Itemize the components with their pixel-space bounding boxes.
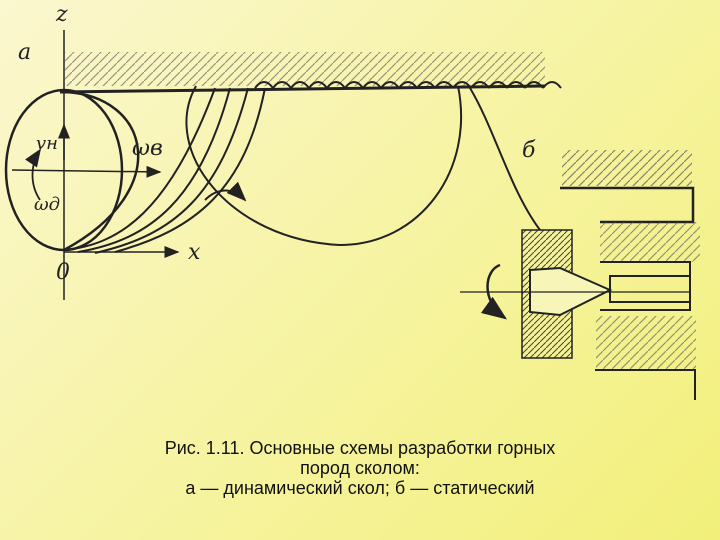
figure-caption: Рис. 1.11. Основные схемы разработки гор… <box>60 438 660 498</box>
chip-scallop <box>524 81 544 89</box>
chip-scallop <box>344 81 364 89</box>
chip-scallop <box>452 81 472 89</box>
chip-scallop <box>506 81 526 89</box>
cutting-disc <box>4 88 162 252</box>
chip-scallop <box>398 81 418 89</box>
caption-line-1: Рис. 1.11. Основные схемы разработки гор… <box>164 438 556 458</box>
vh-label: vн <box>36 133 59 154</box>
chip-scallop <box>470 81 490 89</box>
trajectory-curves <box>63 85 541 254</box>
origin-label: 0 <box>56 260 70 285</box>
chip-scallop <box>308 81 328 89</box>
panel-a-label: a <box>18 40 32 65</box>
chip-scallop <box>272 81 292 89</box>
chip-scallop <box>380 81 400 89</box>
chip-scallop <box>254 81 274 89</box>
omega-b-label: ωв <box>132 136 163 161</box>
chip-scallop <box>542 81 562 89</box>
chip-scallop <box>290 81 310 89</box>
omega-d-label: ωд <box>34 194 61 215</box>
chip-scallop <box>488 81 508 89</box>
chip-scallop <box>416 81 436 89</box>
chip-scallop <box>326 81 346 89</box>
static-cutter <box>460 229 691 359</box>
z-axis-label: z <box>56 2 68 27</box>
caption-line-3: а — динамический скол; б — статический <box>185 478 535 498</box>
panel-b-label: б <box>522 138 536 163</box>
rock-block-b <box>560 150 700 400</box>
caption-line-2: пород сколом: <box>300 458 420 478</box>
chip-scallop <box>362 81 382 89</box>
x-axis-label: x <box>188 240 201 265</box>
rock-surface-a <box>59 52 562 94</box>
chip-scallops <box>254 81 562 89</box>
chip-scallop <box>434 81 454 89</box>
